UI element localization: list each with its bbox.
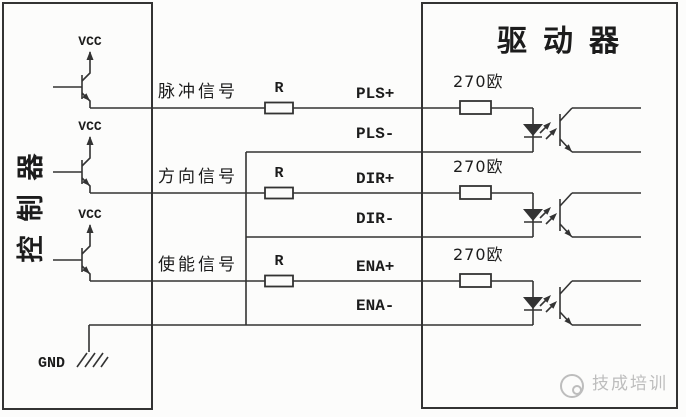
gnd-label: GND [38, 355, 66, 372]
enable-signal-label: 使能信号 [158, 255, 238, 275]
internal-resistor-label-3: 270欧 [453, 245, 504, 264]
internal-resistor-label-2: 270欧 [453, 157, 504, 176]
vcc-label-1: VCC [78, 34, 102, 49]
watermark-text: 技成培训 [592, 374, 668, 394]
pls-plus-label: PLS+ [356, 85, 395, 103]
driver-title: 驱动器 [497, 24, 635, 59]
enable-channel [52, 223, 642, 326]
controller-title: 控制器 [16, 139, 47, 263]
ground-symbol [76, 325, 109, 368]
resistor-label-1: R [274, 80, 284, 97]
pls-minus-label: PLS- [356, 125, 395, 143]
vcc-label-3: VCC [78, 207, 102, 222]
internal-resistor-label-1: 270欧 [453, 72, 504, 91]
ena-minus-label: ENA- [356, 297, 395, 315]
resistor-label-2: R [274, 165, 284, 182]
watermark-logo-icon [560, 374, 584, 398]
ena-plus-label: ENA+ [356, 258, 395, 276]
driver-box [421, 2, 678, 409]
dir-plus-label: DIR+ [356, 170, 395, 188]
pulse-channel [52, 50, 642, 153]
controller-box [2, 2, 153, 410]
direction-signal-label: 方向信号 [158, 167, 238, 187]
dir-minus-label: DIR- [356, 210, 395, 228]
vcc-label-2: VCC [78, 119, 102, 134]
resistor-label-3: R [274, 253, 284, 270]
direction-channel [52, 135, 642, 238]
pulse-signal-label: 脉冲信号 [158, 82, 238, 102]
